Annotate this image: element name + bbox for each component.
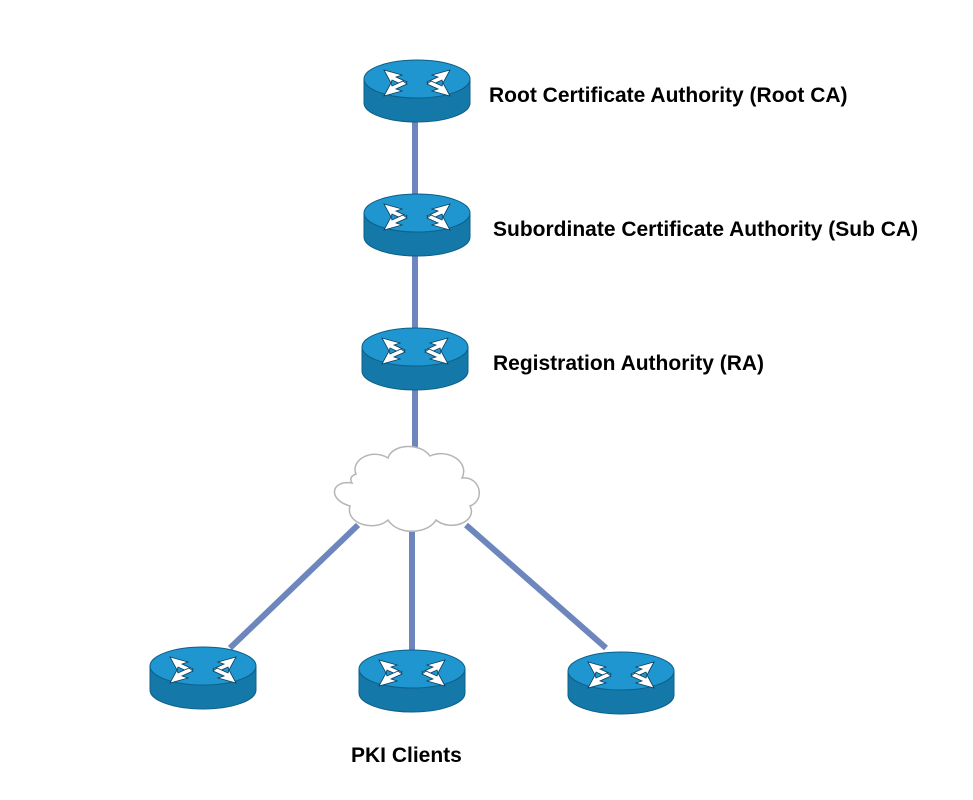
cloud-icon (333, 445, 480, 532)
links (227, 115, 608, 652)
router-icon-client-3 (567, 651, 675, 715)
router-icon-client-2 (358, 649, 466, 713)
link-cloud-client-1 (227, 522, 361, 651)
link-cloud-client-3 (464, 522, 608, 651)
router-icon-client-1 (149, 646, 257, 710)
sub-ca-label: Subordinate Certificate Authority (Sub C… (493, 218, 919, 241)
pki-clients-label: PKI Clients (351, 744, 462, 767)
router-icon-root-ca (363, 59, 471, 123)
router-icon-sub-ca (363, 193, 471, 257)
ra-label: Registration Authority (RA) (493, 352, 765, 375)
router-icon-ra (361, 327, 469, 391)
root-ca-label: Root Certificate Authority (Root CA) (489, 84, 848, 107)
